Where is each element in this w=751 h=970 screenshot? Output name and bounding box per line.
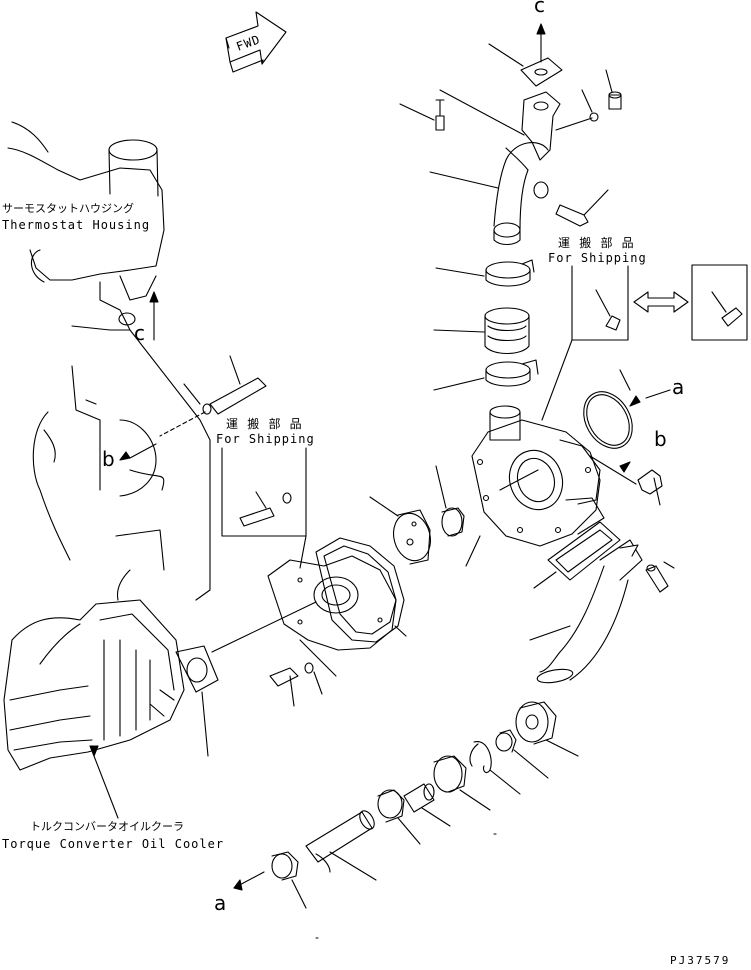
gasket-plate-top — [488, 43, 563, 87]
cooler-label-jp: トルクコンバータオイルクーラ — [30, 820, 184, 833]
ref-a-bottom-label: a — [214, 891, 227, 915]
engine-block-outline — [32, 365, 165, 571]
shipping-bracket-left — [221, 447, 307, 569]
gasket-outlet — [533, 521, 621, 589]
o-ring — [583, 369, 671, 449]
bolt-top-right — [555, 69, 622, 131]
alternate-part-box — [691, 264, 748, 341]
bolt-side — [429, 171, 609, 227]
flange-gasket — [175, 601, 317, 757]
snap-ring — [469, 741, 521, 795]
shipping-label-jp-right: 運 搬 部 品 — [558, 236, 635, 250]
spacer-tube — [403, 783, 451, 827]
shipping-label-jp-left: 運 搬 部 品 — [226, 417, 303, 431]
thermostat-label-en: Thermostat Housing — [2, 218, 151, 232]
bolt-cover — [269, 639, 337, 707]
bushing — [495, 729, 549, 779]
shipping-bracket-right — [541, 265, 629, 421]
shipping-label-en-left: For Shipping — [216, 432, 315, 446]
hose-clamp-upper — [435, 259, 535, 287]
double-arrow — [633, 291, 689, 313]
ref-c-top-label: c — [534, 0, 545, 17]
ref-c-left-label: c — [134, 321, 145, 345]
water-inlet-pipe — [493, 91, 561, 246]
shipping-label-en-right: For Shipping — [548, 251, 647, 265]
bolt-top-left — [399, 89, 525, 136]
ref-b-left-label: b — [102, 447, 115, 471]
bolt-right-b — [637, 469, 663, 506]
hose-clamp-lower — [433, 359, 539, 391]
pump-cover — [267, 555, 397, 651]
bearing-front — [377, 789, 421, 845]
oil-cooler — [3, 569, 185, 819]
cooler-label-en: Torque Converter Oil Cooler — [2, 837, 225, 851]
bearing-rear — [433, 755, 491, 811]
arrow-c-top — [536, 23, 546, 63]
fwd-arrow — [225, 11, 287, 73]
nut-lower — [233, 851, 307, 909]
water-hose — [433, 307, 530, 355]
thermostat-label-jp: サーモスタットハウジング — [2, 202, 134, 215]
pump-shaft — [305, 810, 377, 881]
pulley — [515, 701, 579, 757]
drawing-number: PJ37579 — [670, 954, 731, 967]
pump-gasket — [315, 537, 407, 643]
mechanical-seal — [435, 465, 465, 537]
bolt-outlet — [645, 561, 675, 593]
thermostat-housing — [7, 121, 211, 601]
ref-a-right-label: a — [672, 375, 685, 399]
impeller — [369, 496, 432, 565]
water-pump-housing — [465, 405, 637, 567]
outlet-elbow-pipe — [529, 539, 643, 684]
ref-b-right-label: b — [654, 427, 667, 451]
